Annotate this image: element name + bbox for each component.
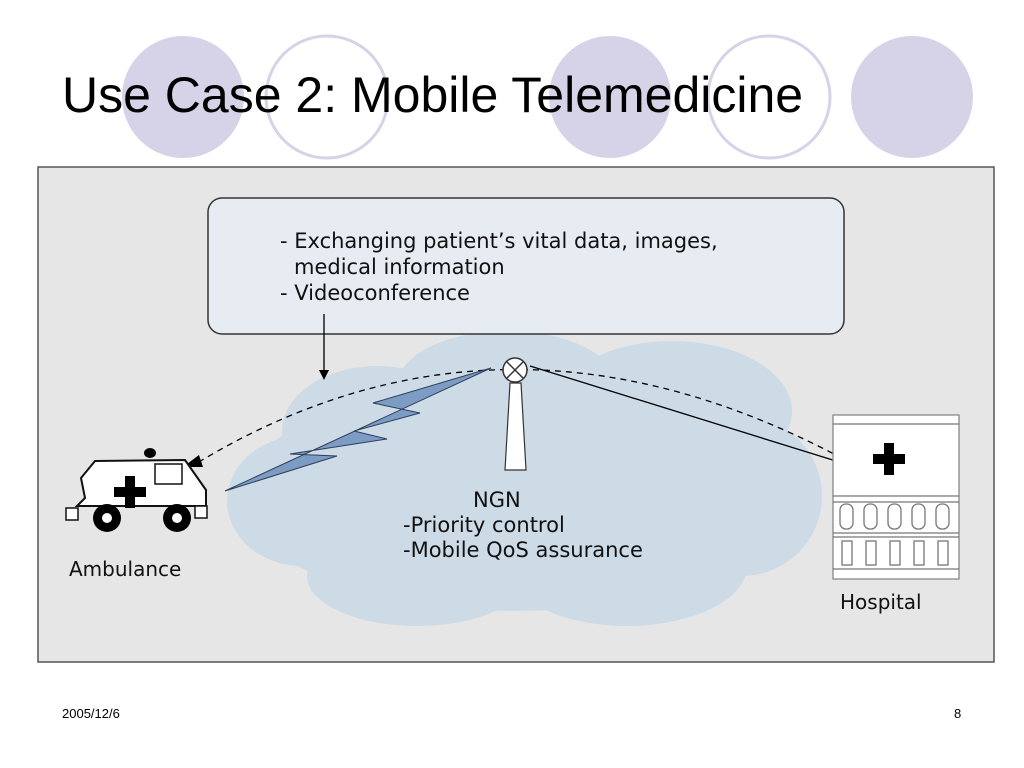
footer-date: 2005/12/6 [62,706,120,721]
hospital-icon [832,414,960,580]
telemedicine-diagram: - Exchanging patient’s vital data, image… [37,166,995,663]
callout-box [207,197,845,335]
antenna-tower-icon [502,357,528,471]
ngn-cloud [227,331,822,626]
ambulance-icon [65,448,208,532]
decoration-circle [549,36,671,158]
callout-line-1: - Exchanging patient’s vital data, image… [280,229,718,253]
decoration-circle [851,36,973,158]
page-number: 8 [954,706,962,721]
ngn-feature-qos: -Mobile QoS assurance [403,538,643,562]
callout-line-2: medical information [294,255,505,279]
title-decoration [122,34,973,160]
wireless-lightning-icon [224,367,492,492]
ambulance-label: Ambulance [69,557,181,581]
callout-line-3: - Videoconference [280,281,470,305]
decoration-circle [706,34,832,160]
decoration-circle [264,34,390,160]
network-link [529,365,866,471]
decoration-circle [122,36,244,158]
hospital-label: Hospital [840,590,922,614]
ngn-label: NGN [473,488,521,512]
slide-title: Use Case 2: Mobile Telemedicine [62,67,804,123]
ngn-feature-priority: -Priority control [403,513,565,537]
